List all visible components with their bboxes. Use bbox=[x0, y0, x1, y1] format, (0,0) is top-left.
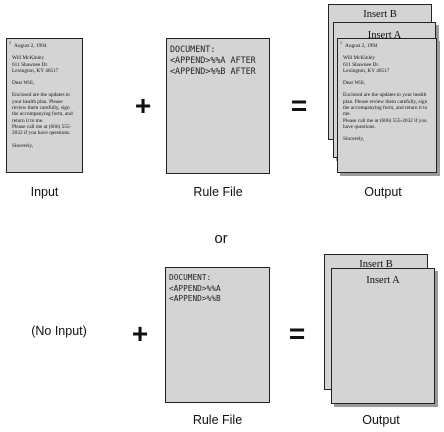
caption-no-input: (No Input) bbox=[31, 324, 87, 338]
letter-signoff: Sincerely, bbox=[12, 142, 33, 149]
letter-closing-note: Please call me at (606) 555-2032 if you … bbox=[12, 123, 72, 137]
output-1-letter-page: 1 August 2, 1994 Will McKinley 611 Shawn… bbox=[337, 38, 437, 173]
output-1-insert-b-title: Insert B bbox=[363, 9, 397, 20]
input-letter-page: 1 August 2, 1994 Will McKinley 611 Shawn… bbox=[6, 38, 83, 173]
output-2-insert-b-title: Insert B bbox=[359, 259, 393, 270]
caption-input: Input bbox=[30, 185, 59, 199]
caption-output-1: Output bbox=[364, 185, 402, 199]
caption-rule-file-2: Rule File bbox=[192, 413, 243, 427]
output-page-number: 1 bbox=[340, 40, 342, 45]
output-letter-body: Enclosed are the updates to your health … bbox=[343, 92, 428, 118]
rule-1-line-1: DOCUMENT: bbox=[170, 44, 216, 54]
letter-address-street: 611 Shawnee Dr. bbox=[12, 61, 49, 68]
caption-rule-file-1: Rule File bbox=[193, 185, 243, 199]
rule-1-line-2: <APPEND>%%A AFTER bbox=[170, 55, 256, 65]
rule-2-line-2: <APPEND>%%A bbox=[169, 283, 221, 293]
equals-operator-1: = bbox=[290, 90, 308, 121]
output-letter-closing-note: Please call me at (606) 555-2032 if you … bbox=[343, 117, 427, 130]
rule-1-line-3: <APPEND>%%B AFTER bbox=[170, 66, 256, 76]
rule-file-1-page: DOCUMENT: <APPEND>%%A AFTER <APPEND>%%B … bbox=[166, 38, 270, 174]
output-letter-date: August 2, 1994 bbox=[345, 43, 378, 49]
letter-salutation: Dear Will, bbox=[12, 80, 35, 87]
caption-or: or bbox=[214, 230, 228, 247]
output-letter-signoff: Sincerely, bbox=[343, 136, 364, 143]
rule-2-line-1: DOCUMENT: bbox=[169, 273, 212, 282]
output-letter-salutation: Dear Will, bbox=[343, 80, 366, 87]
output-1-insert-a-title: Insert A bbox=[367, 30, 402, 41]
plus-operator-2: + bbox=[131, 318, 149, 349]
letter-address-city: Lexington, KY 40517 bbox=[12, 67, 59, 74]
rule-file-2-page: DOCUMENT: <APPEND>%%A <APPEND>%%B bbox=[165, 267, 270, 403]
output-letter-address-street: 611 Shawnee Dr. bbox=[343, 61, 380, 68]
output-letter-address-city: Lexington, KY 40517 bbox=[343, 67, 390, 74]
output-2-insert-a-title: Insert A bbox=[366, 275, 400, 286]
equals-operator-2: = bbox=[288, 318, 306, 349]
letter-date: August 2, 1994 bbox=[14, 43, 47, 49]
rule-2-line-3: <APPEND>%%B bbox=[169, 294, 221, 303]
output-letter-address-name: Will McKinley bbox=[343, 55, 376, 62]
letter-address-name: Will McKinley bbox=[12, 55, 45, 62]
caption-output-2: Output bbox=[362, 413, 400, 427]
letter-body: Enclosed are the updates to your health … bbox=[12, 92, 73, 124]
page-number: 1 bbox=[9, 40, 11, 45]
plus-operator-1: + bbox=[134, 90, 152, 121]
output-2-insert-a-page: Insert A bbox=[331, 268, 435, 404]
